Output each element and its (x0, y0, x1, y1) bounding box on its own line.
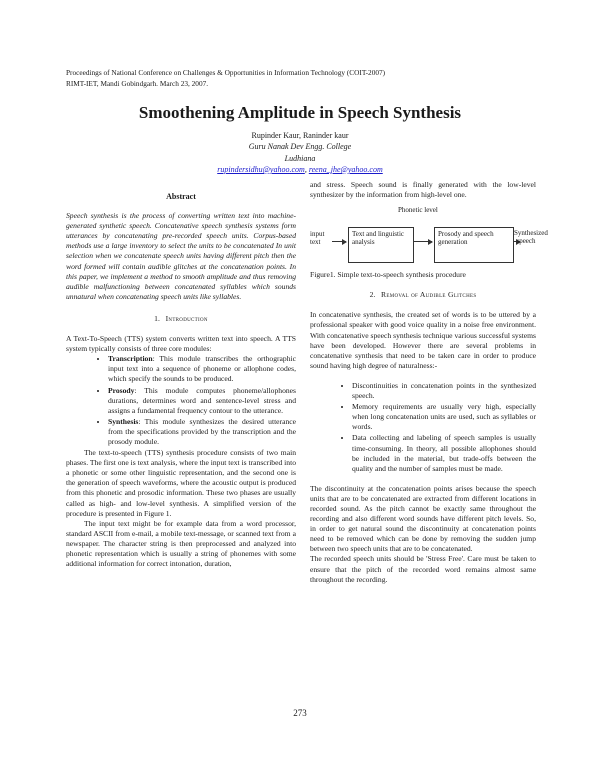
author-city: Ludhiana (284, 153, 316, 163)
intro-paragraph-2: The text-to-speech (TTS) synthesis proce… (66, 448, 296, 518)
bullet-term: Prosody (108, 385, 135, 395)
list-item: Transcription: This module transcribes t… (108, 354, 296, 384)
section-1-number: 1. (154, 313, 160, 323)
author-names: Rupinder Kaur, Raninder kaur (251, 131, 349, 140)
figure-box-prosody: Prosody and speech generation (434, 227, 514, 264)
problem-list: Discontinuities in concatenation points … (310, 381, 536, 474)
section-2-title: Removal of Audible Glitches (380, 290, 477, 300)
bullet-term: Transcription (108, 354, 153, 364)
section-2-paragraph-3: The recorded speech units should be 'Str… (310, 554, 536, 584)
intro-paragraph-3: The input text might be for example data… (66, 518, 296, 569)
intro-paragraph-1: A Text-To-Speech (TTS) system converts w… (66, 334, 296, 354)
section-2-heading: 2. Removal of Audible Glitches (310, 290, 536, 300)
section-2-paragraph-1: In concatenative synthesis, the created … (310, 310, 536, 370)
bullet-text: : This module transcribes the orthograph… (108, 354, 296, 384)
figure-input-label: input text (310, 230, 325, 247)
section-2-number: 2. (369, 290, 376, 300)
section-2-paragraph-2: The discontinuity at the concatenation p… (310, 483, 536, 554)
email-separator: , (304, 164, 309, 174)
figure-box-text-analysis: Text and linguistic analysis (348, 227, 414, 264)
abstract-heading: Abstract (166, 192, 196, 201)
page-number: 273 (293, 708, 307, 718)
right-paragraph-0: and stress. Speech sound is finally gene… (310, 180, 536, 200)
email-link-2[interactable]: reena_jhe@yahoo.com (308, 164, 383, 174)
figure-output-label: Synthesized speech (514, 229, 548, 246)
header-line-1: Proceedings of National Conference on Ch… (66, 68, 386, 77)
section-1-heading: 1. Introduction (66, 314, 296, 324)
arrow-icon (332, 238, 347, 245)
list-item: Discontinuities in concatenation points … (352, 381, 536, 401)
right-column: and stress. Speech sound is finally gene… (310, 180, 548, 585)
arrow-icon (514, 238, 521, 245)
module-list: Transcription: This module transcribes t… (66, 354, 296, 447)
list-item: Synthesis: This module synthesizes the d… (108, 417, 296, 447)
left-column: Abstract Speech synthesis is the process… (66, 180, 296, 569)
header-line-2: RIMT-IET, Mandi Gobindgarh. March 23, 20… (66, 78, 209, 88)
list-item: Memory requirements are usually very hig… (352, 402, 536, 432)
paper-title: Smoothening Amplitude in Speech Synthesi… (138, 103, 462, 122)
author-affiliation: Guru Nanak Dev Engg. College (248, 142, 352, 152)
conference-header: Proceedings of National Conference on Ch… (66, 68, 385, 89)
arrow-icon (414, 238, 433, 245)
author-block: Rupinder Kaur, Raninder kaur Guru Nanak … (0, 130, 600, 175)
abstract-text: Speech synthesis is the process of conve… (66, 211, 296, 301)
figure-top-label: Phonetic level (398, 206, 438, 215)
bullet-text: : This module computes phoneme/allophone… (108, 385, 296, 415)
bullet-term: Synthesis (108, 416, 139, 426)
email-link-1[interactable]: rupindersidhu@yahoo.com (217, 164, 305, 174)
list-item: Prosody: This module computes phoneme/al… (108, 386, 296, 416)
list-item: Data collecting and labeling of speech s… (352, 433, 536, 473)
figure-caption: Figure1. Simple text-to-speech synthesis… (310, 270, 466, 280)
section-1-title: Introduction (165, 313, 208, 323)
figure-1: Phonetic level input text Text and lingu… (310, 206, 548, 266)
author-emails: rupindersidhu@yahoo.com, reena_jhe@yahoo… (0, 164, 600, 175)
bullet-text: : This module synthesizes the desired ut… (108, 416, 296, 446)
